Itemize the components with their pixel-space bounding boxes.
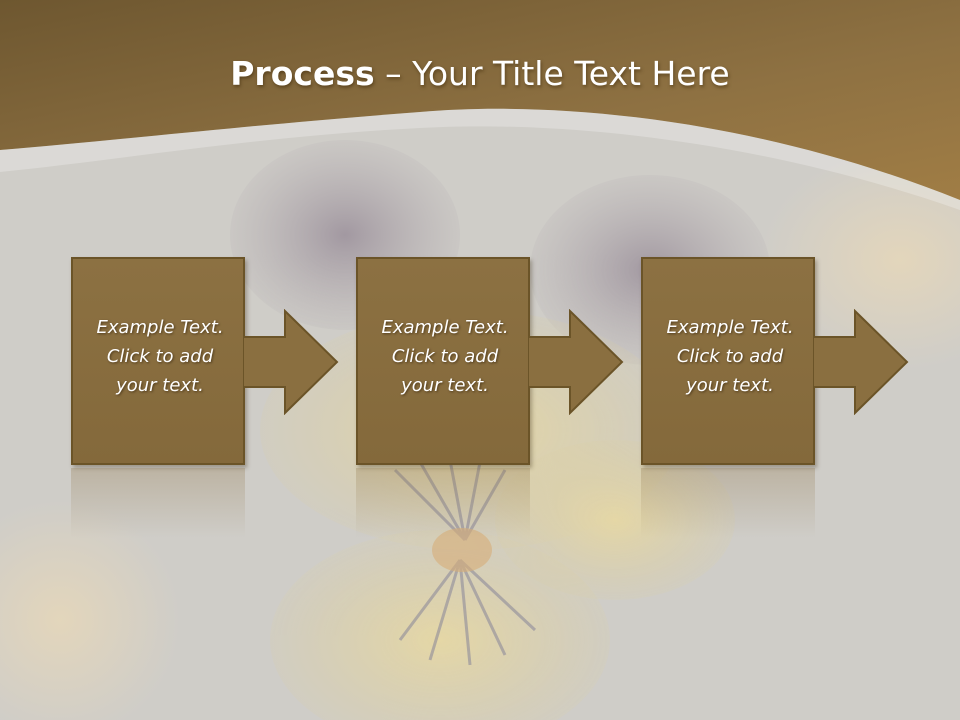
step-text-line: Example Text. [381, 317, 509, 338]
process-step-3: Example Text. Click to add your text. [641, 257, 909, 465]
process-step-2: Example Text. Click to add your text. [356, 257, 624, 465]
step-text-line: Click to add [106, 346, 214, 367]
step-text-line: Click to add [676, 346, 784, 367]
step-box[interactable]: Example Text. Click to add your text. [641, 257, 815, 465]
header-band [0, 0, 960, 200]
step-reflection [356, 468, 530, 538]
process-step-1: Example Text. Click to add your text. [71, 257, 339, 465]
step-text-line: Click to add [391, 346, 499, 367]
step-box[interactable]: Example Text. Click to add your text. [356, 257, 530, 465]
title-bold: Process [230, 54, 375, 93]
step-text[interactable]: Example Text. Click to add your text. [358, 313, 532, 400]
right-arrow-icon [528, 309, 624, 415]
right-arrow-icon [243, 309, 339, 415]
step-text[interactable]: Example Text. Click to add your text. [643, 313, 817, 400]
step-text-line: Example Text. [666, 317, 794, 338]
step-text[interactable]: Example Text. Click to add your text. [73, 313, 247, 400]
step-text-line: Example Text. [96, 317, 224, 338]
slide-title: Process – Your Title Text Here [0, 54, 960, 93]
step-text-line: your text. [686, 375, 774, 396]
step-reflection [71, 468, 245, 538]
step-box[interactable]: Example Text. Click to add your text. [71, 257, 245, 465]
step-reflection [641, 468, 815, 538]
step-text-line: your text. [116, 375, 204, 396]
step-text-line: your text. [401, 375, 489, 396]
title-rest: – Your Title Text Here [374, 54, 730, 93]
right-arrow-icon [813, 309, 909, 415]
